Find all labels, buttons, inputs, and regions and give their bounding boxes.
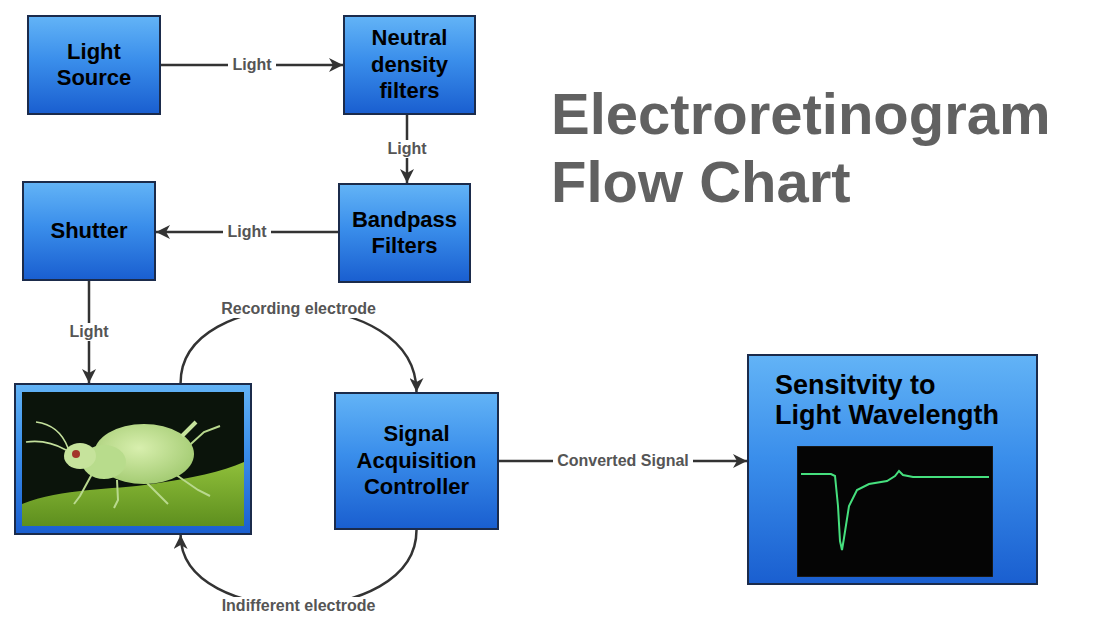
box-label: Shutter — [51, 218, 128, 244]
connector-label: Light — [228, 56, 275, 74]
oscilloscope-trace — [797, 446, 993, 577]
connector-label: Light — [223, 223, 270, 241]
flow-connector — [181, 530, 417, 606]
box-label: Light Source — [37, 39, 151, 92]
aphid-antennae — [26, 422, 68, 450]
box-label: Bandpass Filters — [348, 207, 461, 260]
process-box: Bandpass Filters — [338, 183, 471, 283]
connector-label: Light — [383, 140, 430, 158]
connector-label: Converted Signal — [553, 452, 693, 470]
process-box: Light Source — [27, 15, 161, 115]
connector-label: Indifferent electrode — [218, 597, 380, 615]
box-label: Signal Acquisition Controller — [344, 421, 489, 500]
scope-screen — [797, 446, 993, 577]
aphid-photo — [22, 392, 244, 526]
specimen-photo — [14, 383, 252, 535]
diagram-title: Electroretinogram Flow Chart — [551, 80, 1096, 216]
erg-waveform — [801, 471, 989, 550]
output-display: Sensitvity to Light Wavelength — [747, 354, 1038, 585]
aphid-eye — [72, 450, 80, 458]
aphid-head — [64, 443, 96, 469]
process-box: Shutter — [22, 181, 156, 281]
connector-label: Recording electrode — [217, 300, 380, 318]
process-box: Neutral density filters — [343, 15, 476, 115]
connector-label: Light — [65, 323, 112, 341]
flow-connector — [181, 309, 417, 392]
display-heading: Sensitvity to Light Wavelength — [775, 370, 1004, 430]
photo-ground — [22, 392, 244, 526]
aphid-siphunculus — [182, 422, 196, 436]
process-box: Signal Acquisition Controller — [334, 392, 499, 530]
box-label: Neutral density filters — [353, 25, 466, 104]
